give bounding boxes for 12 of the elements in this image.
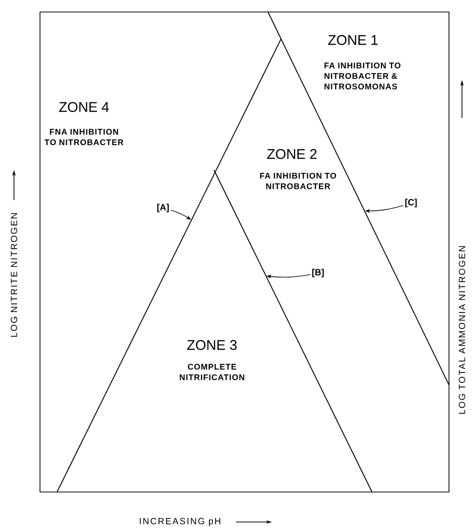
axis-label: LOG TOTAL AMMONIA NITROGEN bbox=[458, 246, 466, 414]
zone-title: ZONE 2 bbox=[267, 149, 317, 159]
line-marker: [B] bbox=[312, 268, 324, 278]
zone-description: FNA INHIBITION TO NITROBACTER bbox=[44, 128, 124, 146]
zone-title: ZONE 4 bbox=[59, 102, 109, 112]
zone-title: ZONE 3 bbox=[187, 340, 237, 350]
zone-description: FA INHIBITION TO NITROBACTER bbox=[260, 172, 336, 190]
axis-label: INCREASING pH bbox=[140, 518, 220, 526]
zone-description: COMPLETE NITRIFICATION bbox=[180, 364, 244, 380]
zone-description: FA INHIBITION TO NITROBACTER & NITROSOMONAS bbox=[324, 62, 400, 90]
axis-label: LOG NITRITE NITROGEN bbox=[10, 213, 18, 337]
zone-title: ZONE 1 bbox=[328, 35, 378, 45]
